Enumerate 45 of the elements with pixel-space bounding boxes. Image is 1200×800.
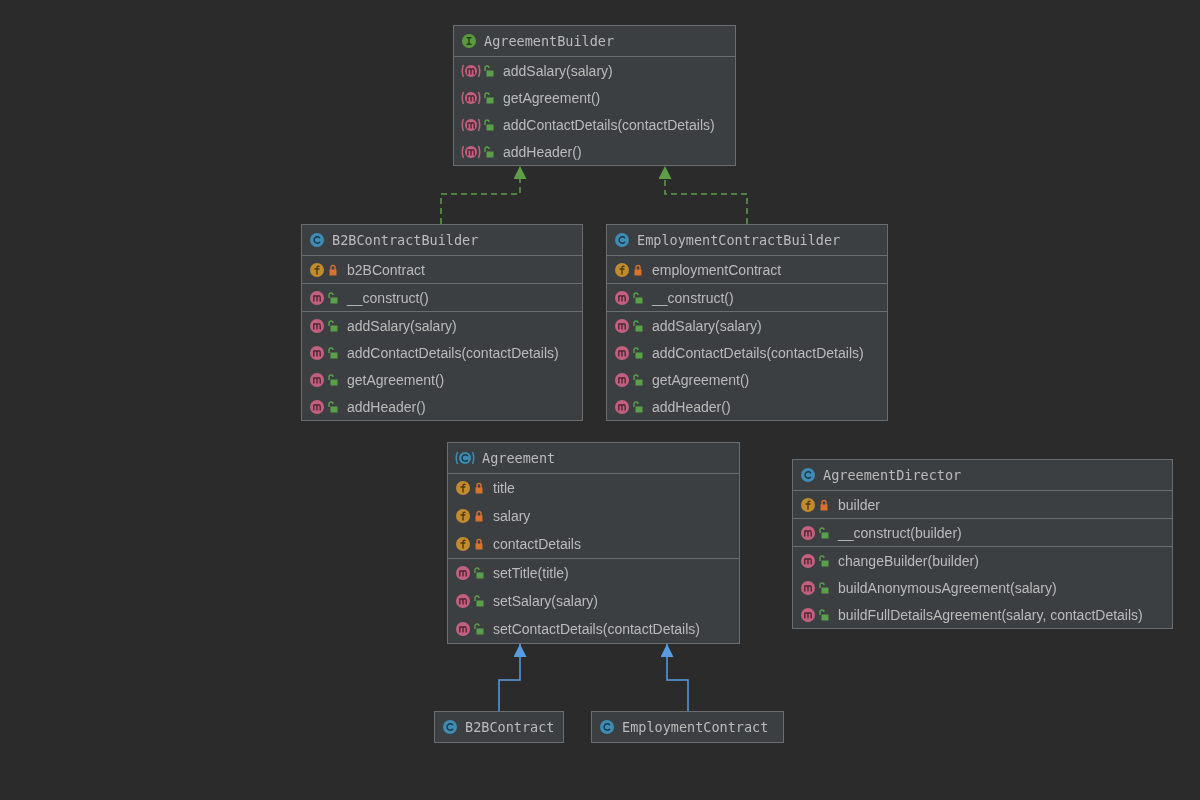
- field-name: salary: [493, 508, 531, 524]
- dashed-arrow: [440, 165, 527, 225]
- method-name: __construct(builder): [838, 524, 962, 541]
- class-name: EmploymentContract: [622, 719, 769, 735]
- method-name: buildFullDetailsAgreement(salary, contactDetails): [838, 606, 1143, 623]
- arrow: [498, 643, 527, 712]
- class-name: AgreementBuilder: [484, 33, 615, 49]
- method-name: getAgreement(): [652, 371, 750, 388]
- method-name: changeBuilder(builder): [838, 552, 979, 569]
- class-name: AgreementDirector: [823, 467, 962, 483]
- method-name: getAgreement(): [347, 371, 445, 388]
- method-name: addSalary(salary): [652, 317, 762, 334]
- field-name: b2BContract: [347, 261, 425, 278]
- method-name: setTitle(title): [493, 565, 569, 581]
- method-name: __construct(): [652, 289, 734, 306]
- method-name: buildAnonymousAgreement(salary): [838, 579, 1057, 596]
- class-box: [606, 224, 888, 421]
- dashed-arrow: [658, 165, 748, 225]
- class-box: [434, 711, 564, 743]
- class-name: B2BContract: [465, 719, 555, 735]
- class-name: B2BContractBuilder: [332, 232, 479, 248]
- field-name: title: [493, 480, 515, 496]
- method-name: addContactDetails(contactDetails): [652, 344, 864, 361]
- method-name: addSalary(salary): [347, 317, 457, 334]
- field-name: contactDetails: [493, 536, 581, 552]
- method-name: addContactDetails(contactDetails): [503, 116, 715, 133]
- class-box: [792, 459, 1173, 629]
- class-box: [591, 711, 784, 743]
- class-box: [447, 442, 740, 644]
- method-name: setSalary(salary): [493, 593, 599, 609]
- class-name: EmploymentContractBuilder: [637, 232, 841, 248]
- method-name: getAgreement(): [503, 89, 601, 106]
- method-name: __construct(): [347, 289, 429, 306]
- field-name: employmentContract: [652, 261, 782, 278]
- arrow: [660, 643, 689, 712]
- class-name: Agreement: [482, 450, 556, 466]
- field-name: builder: [838, 496, 881, 513]
- class-box: [453, 25, 736, 166]
- method-name: addHeader(): [347, 398, 426, 415]
- method-name: addHeader(): [503, 143, 582, 160]
- method-name: addHeader(): [652, 398, 731, 415]
- class-box: [301, 224, 583, 421]
- method-name: addContactDetails(contactDetails): [347, 344, 559, 361]
- method-name: addSalary(salary): [503, 62, 613, 79]
- method-name: setContactDetails(contactDetails): [493, 621, 700, 637]
